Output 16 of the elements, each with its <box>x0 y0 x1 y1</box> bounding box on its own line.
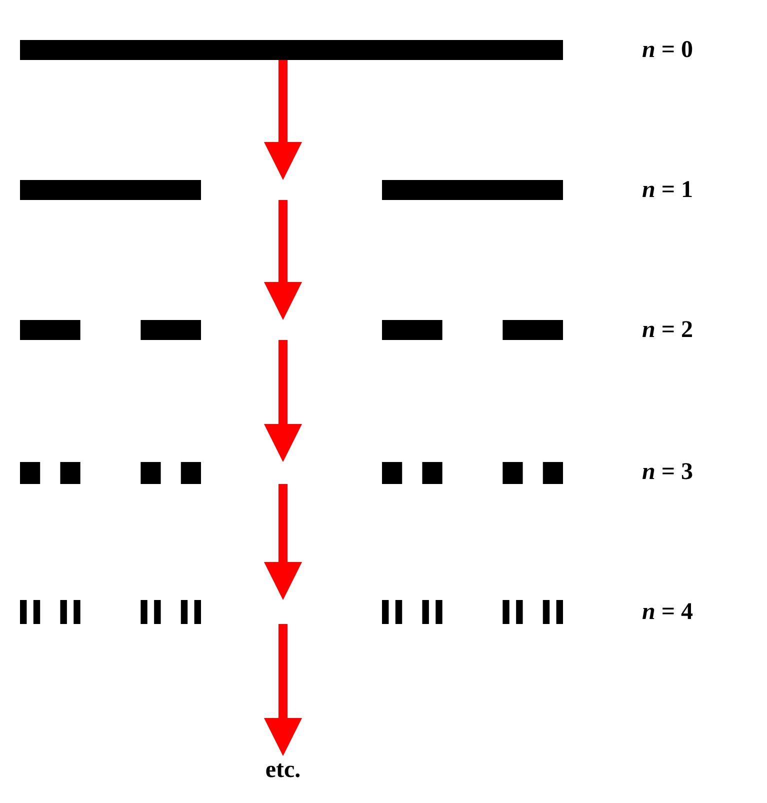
cantor-segments-drawing <box>20 600 563 624</box>
cantor-segments-drawing <box>20 40 563 60</box>
level-label: n = 1 <box>642 176 694 204</box>
level-label: n = 3 <box>642 458 694 486</box>
arrow <box>264 484 302 600</box>
arrow <box>264 200 302 320</box>
level-label: n = 4 <box>642 598 694 626</box>
arrow <box>264 60 302 180</box>
continuation-text: etc. <box>243 756 323 784</box>
arrow <box>264 340 302 462</box>
cantor-segments-drawing <box>20 462 563 484</box>
cantor-segments-drawing <box>20 320 563 340</box>
cantor-segments-drawing <box>20 180 563 200</box>
level-label: n = 2 <box>642 316 694 344</box>
level-label: n = 0 <box>642 36 694 64</box>
arrow <box>264 624 302 756</box>
